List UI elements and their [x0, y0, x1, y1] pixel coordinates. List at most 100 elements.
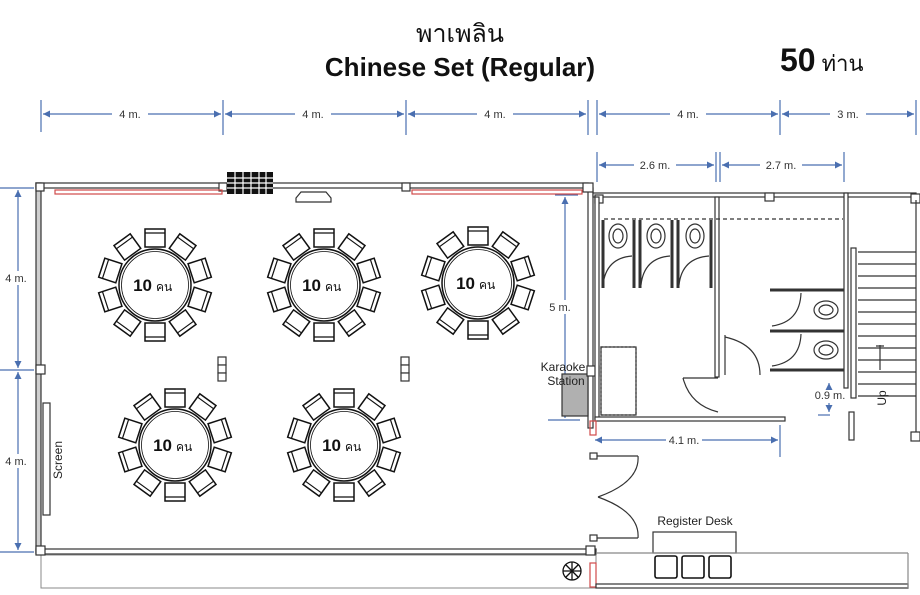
chair — [337, 232, 367, 262]
table-seat-count: 10 — [302, 276, 321, 295]
chair — [356, 257, 382, 284]
chair — [356, 286, 382, 313]
register-chairs — [654, 555, 732, 579]
register-chair — [654, 555, 678, 579]
projection-screen[interactable]: Screen — [42, 402, 65, 516]
projector-icon — [295, 191, 332, 203]
windows — [54, 189, 583, 195]
round-table[interactable]: 10 คน — [117, 388, 233, 502]
dim-label: 5 m. — [549, 302, 570, 314]
register-chair — [708, 555, 732, 579]
dim-label: 0.9 m. — [815, 390, 846, 402]
chair — [435, 230, 465, 260]
chair — [117, 417, 143, 444]
chair — [168, 232, 198, 262]
register-desk-label: Register Desk — [657, 514, 733, 528]
table-top — [307, 408, 381, 482]
chair — [420, 284, 446, 311]
table-top — [138, 408, 212, 482]
chair — [164, 482, 186, 502]
karaoke-label-line1: Karaoke — [541, 360, 586, 374]
chair — [333, 482, 355, 502]
chair — [266, 257, 292, 284]
chair — [266, 286, 292, 313]
chair — [281, 308, 311, 338]
table-seat-unit: คน — [325, 280, 341, 294]
chair — [97, 286, 123, 313]
chair — [357, 468, 387, 498]
chair — [301, 392, 331, 422]
table-seat-unit: คน — [479, 278, 495, 292]
chair — [491, 306, 521, 336]
dim-label: 4.1 m. — [669, 435, 700, 447]
chair — [491, 230, 521, 260]
chair — [117, 446, 143, 473]
chair — [337, 308, 367, 338]
capacity-unit: ท่าน — [821, 52, 864, 77]
chair — [357, 392, 387, 422]
dim-label: 4 m. — [5, 273, 26, 285]
chair — [435, 306, 465, 336]
chair — [207, 417, 233, 444]
chair — [510, 284, 536, 311]
dim-label: 4 m. — [5, 456, 26, 468]
table-seat-unit: คน — [176, 440, 192, 454]
toilet-stalls-left — [600, 220, 713, 416]
dim-label: 4 m. — [677, 109, 698, 121]
round-table[interactable]: 10 คน — [420, 226, 536, 340]
chair — [187, 286, 213, 313]
air-conditioner-grille — [227, 172, 273, 194]
chair — [301, 468, 331, 498]
chair — [333, 388, 355, 408]
round-table[interactable]: 10 คน — [266, 228, 382, 342]
table-seat-count: 10 — [456, 274, 475, 293]
karaoke-label-line2: Station — [547, 374, 584, 388]
chair — [132, 392, 162, 422]
chair — [187, 257, 213, 284]
table-seat-count: 10 — [133, 276, 152, 295]
set-name: Chinese Set (Regular) — [324, 52, 596, 82]
lower-corridor — [595, 552, 909, 589]
table-seat-count: 10 — [322, 436, 341, 455]
venue-name: พาเพลิน — [416, 19, 504, 48]
chair — [376, 446, 402, 473]
entrance-double-door[interactable] — [589, 452, 639, 542]
chair — [420, 255, 446, 282]
restroom-block — [592, 192, 920, 442]
karaoke-station[interactable]: Karaoke Station — [541, 360, 600, 417]
table-top — [118, 248, 192, 322]
plant-icon — [562, 561, 582, 581]
dim-label: 4 m. — [302, 109, 323, 121]
capacity-number: 50 — [780, 42, 816, 78]
chair — [132, 468, 162, 498]
table-top — [441, 246, 515, 320]
door-post — [589, 562, 597, 588]
chair — [188, 468, 218, 498]
door-post — [589, 420, 597, 436]
chair — [164, 388, 186, 408]
chair — [510, 255, 536, 282]
dim-label: 2.6 m. — [640, 160, 671, 172]
chair — [313, 228, 335, 248]
register-desk[interactable]: Register Desk — [652, 514, 737, 554]
chair — [112, 232, 142, 262]
chair — [376, 417, 402, 444]
dim-label: 3 m. — [837, 109, 858, 121]
dim-label: 4 m. — [119, 109, 140, 121]
staircase[interactable] — [848, 247, 916, 441]
screen-label: Screen — [51, 441, 65, 479]
dimension-left-side — [0, 187, 34, 553]
chair — [313, 322, 335, 342]
table-seat-count: 10 — [153, 436, 172, 455]
chair — [144, 322, 166, 342]
chair — [144, 228, 166, 248]
chair — [467, 320, 489, 340]
dimension-top-labels: 4 m. 4 m. 4 m. 4 m. 3 m. — [112, 107, 866, 121]
table-top — [287, 248, 361, 322]
dimension-corridor-gap — [818, 383, 833, 416]
